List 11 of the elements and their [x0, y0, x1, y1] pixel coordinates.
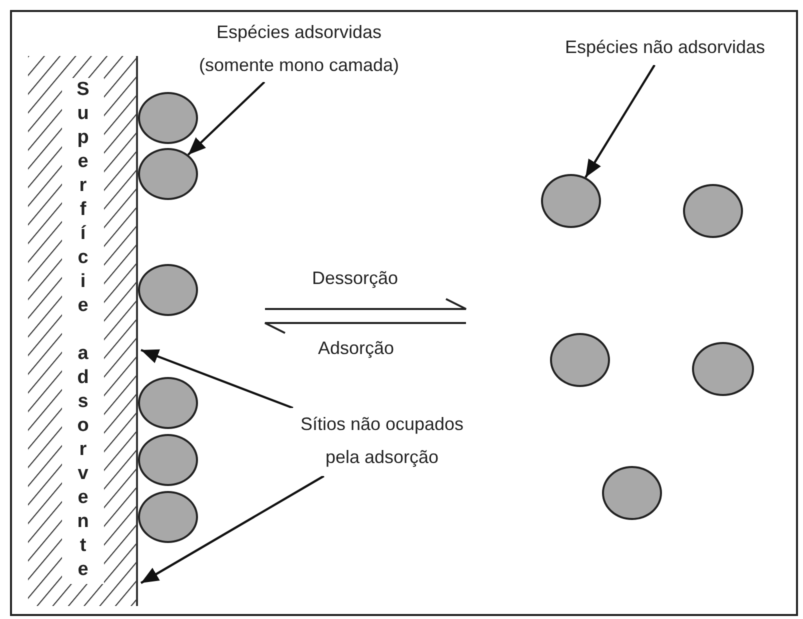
particle-circle — [138, 92, 198, 144]
vertical-label: Superfície adsorvente — [76, 78, 90, 582]
arrow — [140, 475, 324, 584]
particle-circle — [138, 434, 198, 486]
particle-circle — [138, 377, 198, 429]
arrow — [187, 81, 266, 156]
particle-circle — [138, 264, 198, 316]
particle-circle — [138, 491, 198, 543]
arrow — [584, 64, 656, 178]
arrow — [140, 348, 294, 410]
particle-circle — [138, 148, 198, 200]
